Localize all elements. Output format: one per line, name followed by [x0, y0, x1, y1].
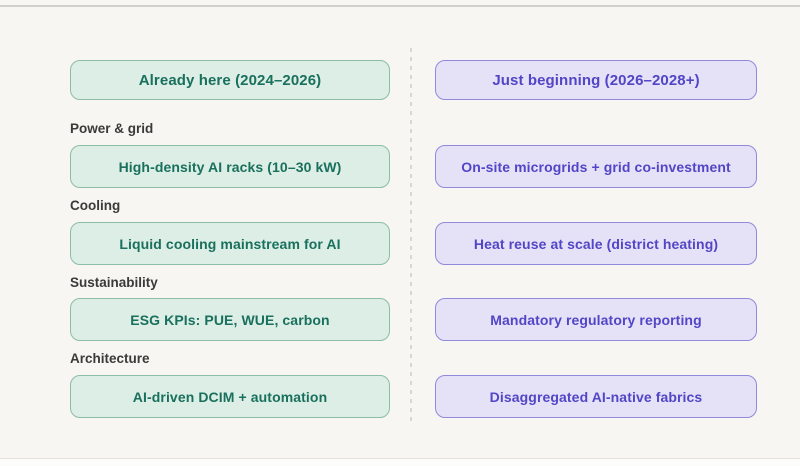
item-already-sustainability: ESG KPIs: PUE, WUE, carbon: [70, 298, 390, 341]
column-header-already-here: Already here (2024–2026): [70, 60, 390, 100]
item-already-power-grid: High-density AI racks (10–30 kW): [70, 145, 390, 188]
category-label-cooling: Cooling: [70, 198, 121, 213]
category-label-sustainability: Sustainability: [70, 275, 158, 290]
column-divider-dashed-line: [410, 48, 412, 426]
top-border-line: [0, 5, 800, 7]
column-header-just-beginning: Just beginning (2026–2028+): [435, 60, 757, 100]
bottom-background-strip: [0, 459, 800, 466]
item-already-cooling: Liquid cooling mainstream for AI: [70, 222, 390, 265]
category-label-power-grid: Power & grid: [70, 121, 154, 136]
item-beginning-architecture: Disaggregated AI-native fabrics: [435, 375, 757, 418]
item-already-architecture: AI-driven DCIM + automation: [70, 375, 390, 418]
category-label-architecture: Architecture: [70, 351, 150, 366]
item-beginning-sustainability: Mandatory regulatory reporting: [435, 298, 757, 341]
item-beginning-cooling: Heat reuse at scale (district heating): [435, 222, 757, 265]
bottom-border-line: [0, 458, 800, 459]
item-beginning-power-grid: On-site microgrids + grid co-investment: [435, 145, 757, 188]
